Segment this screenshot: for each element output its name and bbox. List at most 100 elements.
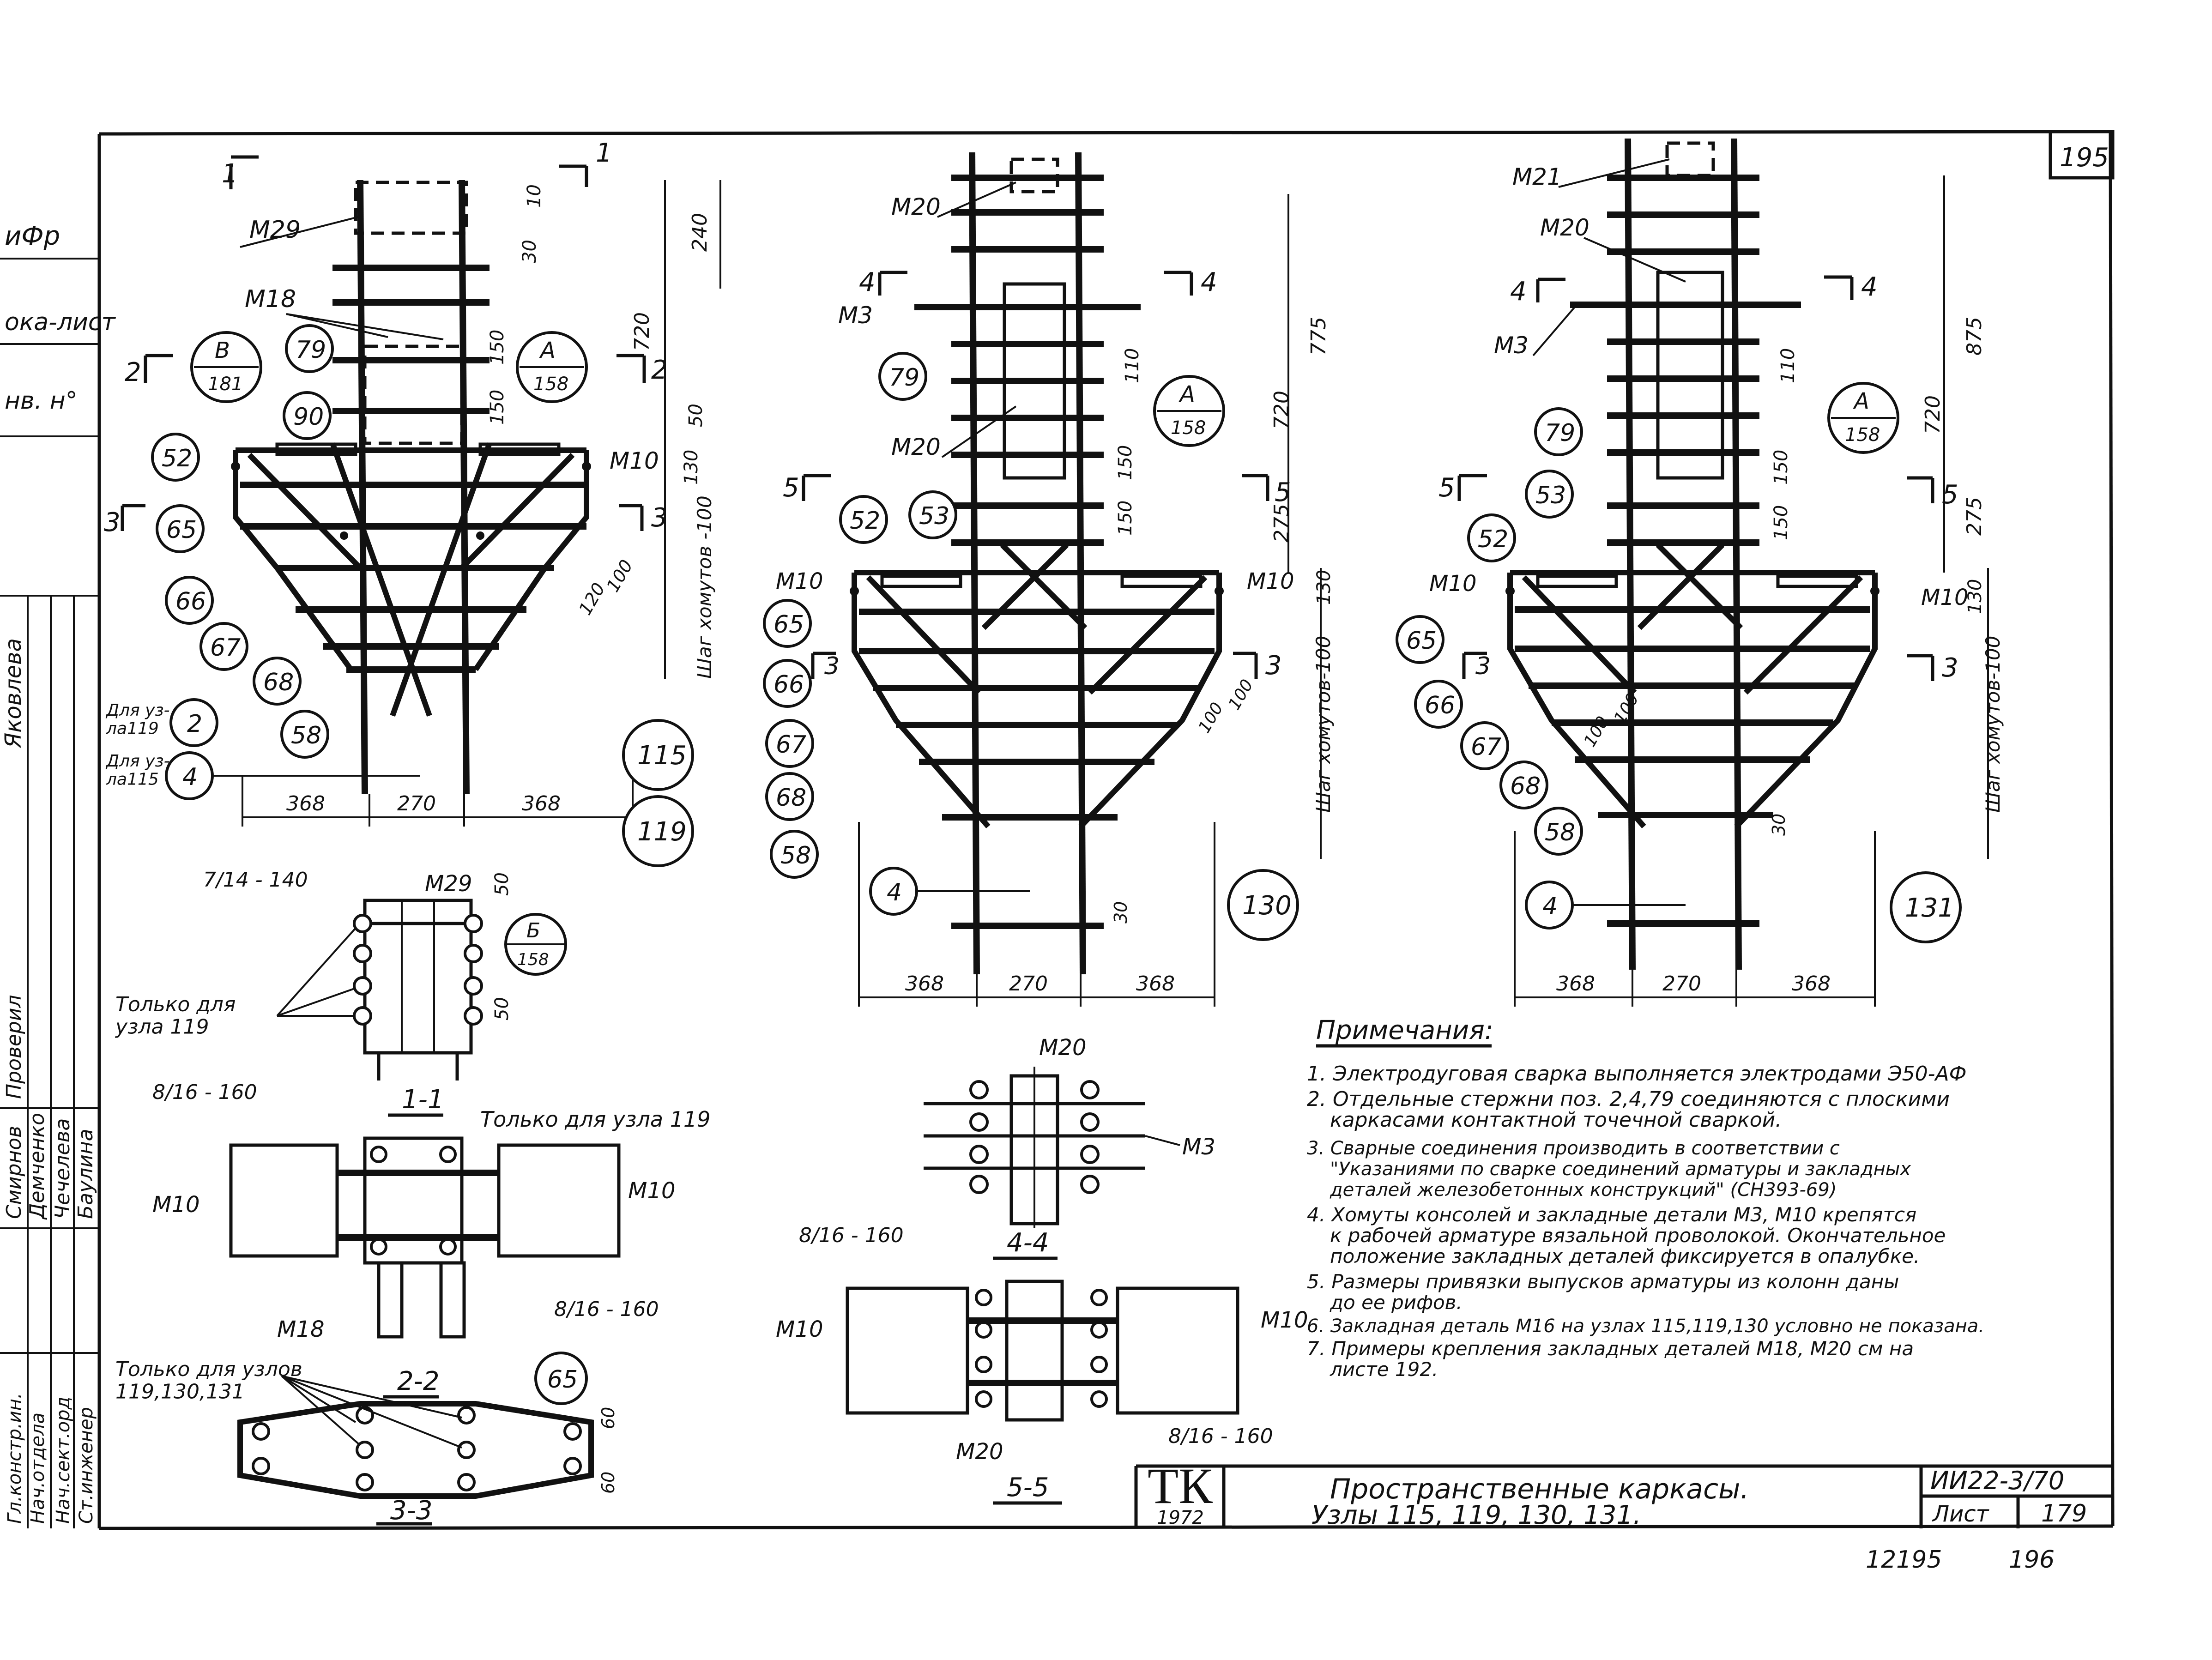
section-mark-3a: 3	[824, 652, 840, 680]
callout-67: 67	[1471, 733, 1501, 761]
s44-m3: М3	[1182, 1134, 1215, 1160]
callout-66: 66	[774, 671, 804, 699]
view-c: 4 4 5 5 3 3 М21 М20 М3 М10 М10 875 110 7…	[1396, 138, 2004, 1007]
dim-275: 275	[1270, 504, 1293, 543]
note-1: 1. Электродуговая сварка выполняется эле…	[1307, 1062, 1967, 1086]
s55-m20: М20	[956, 1439, 1003, 1465]
callout-79: 79	[889, 364, 919, 392]
subtitle: Узлы 115, 119, 130, 131.	[1311, 1500, 1641, 1530]
strip-name-2: Демченко	[25, 1113, 49, 1220]
note-4: 3. Сварные соединения производить в соот…	[1307, 1138, 1840, 1159]
callout-4: 4	[887, 879, 902, 906]
s33-only-text: Только для узлов	[115, 1358, 302, 1381]
callout-53: 53	[919, 502, 949, 530]
s33-callout-65: 65	[547, 1366, 578, 1394]
strip-name-1: Яковлева	[0, 638, 26, 749]
ref-b-bottom: 181	[208, 374, 243, 395]
ref-a-top: А	[1179, 381, 1195, 407]
note-3: каркасами контактной точечной сваркой.	[1330, 1108, 1782, 1132]
s22-m10b: М10	[628, 1178, 676, 1204]
s55-title: 5-5	[1007, 1473, 1049, 1503]
callout-79: 79	[1545, 419, 1575, 447]
s11-dim-50b: 50	[491, 997, 513, 1020]
callout-58: 58	[1545, 819, 1575, 846]
callout-52: 52	[1478, 525, 1508, 553]
callout-53: 53	[1535, 482, 1566, 509]
dim-100a: 100	[1580, 713, 1613, 750]
section-mark-2a: 2	[125, 357, 141, 387]
label-for115-text: Для уз-	[105, 752, 170, 771]
strip-role-2: Нач.отдела	[27, 1413, 48, 1524]
dim-150b: 150	[1771, 505, 1792, 540]
callout-4: 4	[182, 763, 198, 791]
callout-52: 52	[850, 507, 880, 535]
s22-only119: Только для узла 119	[480, 1107, 711, 1132]
dim-720: 720	[1270, 391, 1293, 429]
note-12: 6. Закладная деталь М16 на узлах 115,119…	[1307, 1316, 1984, 1337]
label-m10b: М10	[1247, 568, 1294, 594]
dim-875: 875	[1963, 317, 1986, 356]
section-mark-4a: 4	[859, 267, 876, 297]
dim-130: 130	[1964, 579, 1986, 614]
dim-30: 30	[519, 240, 540, 263]
label-m10a: М10	[1429, 571, 1477, 597]
s22-spec-b: 8/16 - 160	[554, 1298, 659, 1321]
label-for115: Для уз-ла115	[105, 752, 170, 789]
dim-30: 30	[1111, 901, 1131, 924]
ref-a-bottom: 158	[1171, 417, 1206, 439]
sheet-label: Лист	[1932, 1501, 1990, 1527]
label-m18: М18	[245, 285, 296, 313]
ref-b-top: В	[215, 338, 230, 363]
callout-2: 2	[187, 710, 202, 738]
label-step: Шаг хомутов-100	[1982, 636, 2004, 813]
dim-130: 130	[1313, 570, 1335, 605]
label-m20b: М20	[891, 434, 941, 460]
bottom-number-2: 196	[2009, 1546, 2055, 1574]
note-13: 7. Примеры крепления закладных деталей М…	[1307, 1337, 1914, 1360]
dim-130: 130	[681, 450, 702, 485]
strip-name-3: Чечелева	[51, 1118, 74, 1219]
s11-ref-b-top: Б	[526, 919, 540, 942]
strip-cell-2: ока-лист	[5, 308, 116, 336]
dim-775: 775	[1307, 317, 1330, 356]
s33-dim-60b: 60	[598, 1472, 618, 1494]
dim-368a: 368	[286, 792, 325, 815]
label-m21: М21	[1512, 163, 1562, 190]
section-mark-3b: 3	[1942, 653, 1958, 683]
dim-368a: 368	[905, 972, 944, 996]
ref-a-top: А	[539, 338, 556, 363]
label-m10: М10	[610, 447, 659, 474]
s11-dim-50a: 50	[491, 872, 513, 896]
node-130: 130	[1242, 891, 1292, 921]
s33-dim-60a: 60	[598, 1407, 618, 1429]
view-b: 4 4 5 5 3 3 М20 М3 М20 М10 М10 775 110 7…	[763, 152, 1335, 1007]
callout-68: 68	[776, 784, 806, 812]
s44-title: 4-4	[1007, 1228, 1049, 1258]
node-119: 119	[637, 817, 687, 847]
section-mark-3a: 3	[104, 507, 121, 537]
dim-10: 10	[524, 184, 545, 208]
dim-150a: 150	[1115, 445, 1136, 480]
logo-tk: ТК	[1148, 1458, 1213, 1514]
section-mark-4b: 4	[1861, 272, 1878, 302]
callout-65: 65	[166, 516, 197, 544]
callout-4: 4	[1542, 893, 1558, 920]
label-m3: М3	[838, 302, 873, 329]
ref-a-bottom: 158	[1845, 424, 1880, 446]
note-7: 4. Хомуты консолей и закладные детали М3…	[1307, 1203, 1916, 1226]
s11-m29: М29	[425, 871, 472, 897]
logo-year: 1972	[1157, 1507, 1204, 1528]
callout-65: 65	[1406, 627, 1437, 655]
section-mark-1b: 1	[596, 138, 612, 168]
s11-title: 1-1	[402, 1085, 444, 1115]
s22-m10a: М10	[152, 1192, 200, 1218]
bottom-number-1: 12195	[1866, 1546, 1942, 1574]
node-131: 131	[1905, 893, 1954, 923]
s55-m10b: М10	[1261, 1307, 1308, 1333]
dim-150a: 150	[487, 330, 508, 365]
s44-m20: М20	[1039, 1035, 1087, 1061]
